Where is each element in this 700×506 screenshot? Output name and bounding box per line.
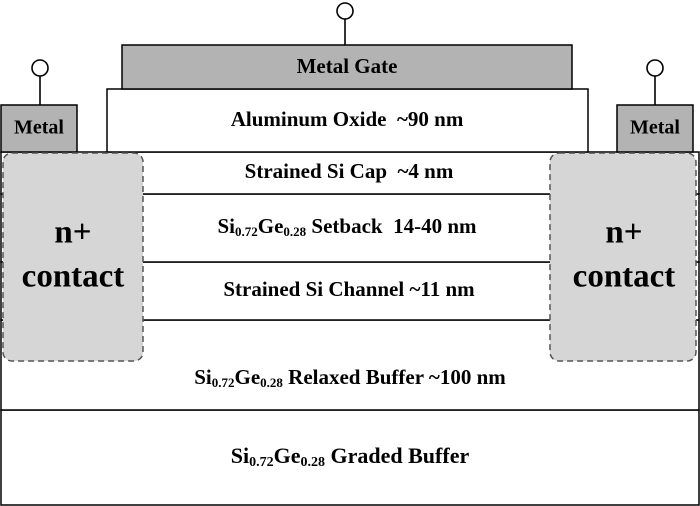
relaxed-buffer-label: Si0.72Ge0.28 Relaxed Buffer ~100 nm — [194, 365, 506, 390]
metal-gate — [121, 44, 573, 90]
right-metal-pad — [616, 104, 694, 153]
gate-terminal-icon — [336, 2, 354, 20]
graded-buffer-label: Si0.72Ge0.28 Graded Buffer — [231, 443, 470, 470]
source-terminal-icon — [31, 59, 49, 77]
right-n-plus-contact — [549, 152, 697, 362]
left-metal-pad — [0, 104, 78, 153]
metal-gate-label: Metal Gate — [297, 54, 398, 78]
left-contact-line1: n+ — [54, 215, 91, 251]
graded-buffer-layer — [0, 409, 700, 506]
oxide-layer — [106, 88, 589, 153]
left-n-plus-contact — [2, 152, 144, 362]
drain-terminal-icon — [646, 59, 664, 77]
cap-label: Strained Si Cap ~4 nm — [245, 159, 454, 183]
right-contact-line1: n+ — [605, 215, 642, 251]
oxide-label: Aluminum Oxide ~90 nm — [231, 107, 464, 131]
left-contact-line2: contact — [22, 259, 125, 295]
left-metal-label: Metal — [14, 117, 64, 139]
channel-label: Strained Si Channel ~11 nm — [223, 277, 475, 301]
setback-label: Si0.72Ge0.28 Setback 14-40 nm — [217, 214, 477, 239]
right-metal-label: Metal — [630, 117, 680, 139]
right-contact-line2: contact — [573, 259, 676, 295]
